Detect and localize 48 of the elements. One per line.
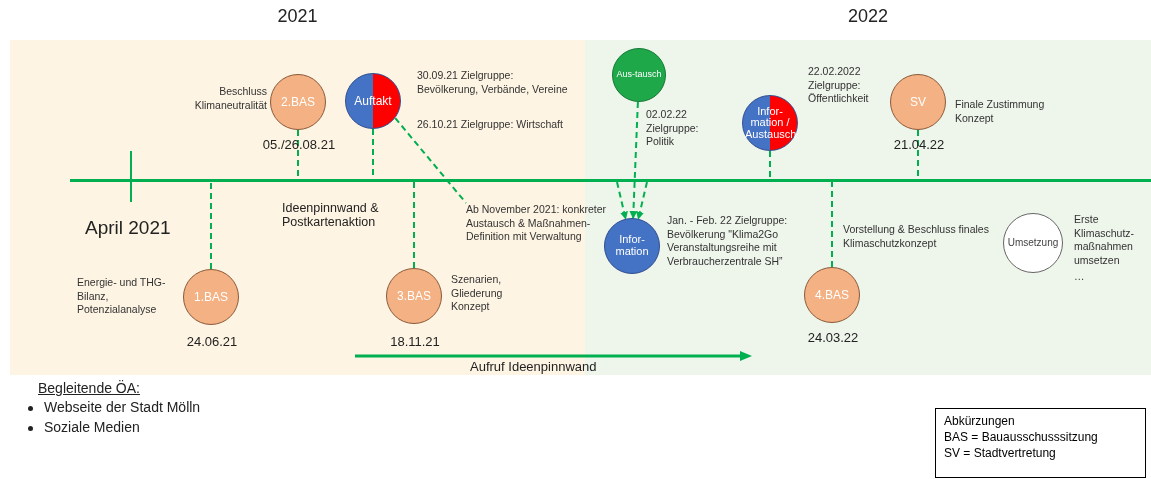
- dashed-connector: [394, 117, 467, 204]
- date-label: 24.06.21: [185, 334, 239, 349]
- dashed-arrow: [616, 181, 628, 220]
- abbreviation-line: SV = Stadtvertretung: [944, 445, 1057, 462]
- milestone-note: 30.09.21 Zielgruppe: Bevölkerung, Verbände, Vereine: [417, 69, 569, 97]
- abbreviation-line: BAS = Bauausschusssitzung: [944, 429, 1099, 446]
- dashed-connector: [413, 181, 415, 269]
- circle-label: 2.BAS: [280, 95, 316, 109]
- year-heading: 2022: [846, 6, 889, 27]
- milestone-note: Finale Zustimmung Konzept: [955, 98, 1046, 126]
- dashed-arrow: [636, 181, 648, 220]
- milestone-note: …: [1074, 270, 1086, 284]
- milestone-note: Szenarien, Gliederung Konzept: [451, 273, 504, 314]
- milestone-note: Beschluss Klimaneutralität: [193, 85, 267, 113]
- bullet-item: Webseite der Stadt Mölln: [44, 399, 201, 415]
- arrow-label: Aufruf Ideenpinnwand: [470, 359, 597, 374]
- milestone-note: 22.02.2022 Zielgruppe: Öffentlichkeit: [808, 65, 870, 106]
- milestone-note: Energie- und THG-Bilanz, Potenzialanalyse: [77, 276, 167, 317]
- bullet-item: Soziale Medien: [44, 419, 140, 435]
- circle-label: SV: [909, 95, 927, 109]
- section-heading: Begleitende ÖA:: [38, 380, 140, 396]
- circle-label: 4.BAS: [814, 288, 850, 302]
- dashed-arrow: [629, 101, 639, 219]
- date-label: 05./26.08.21: [261, 137, 337, 152]
- circle-label: Auftakt: [353, 94, 393, 108]
- dashed-connector: [210, 181, 212, 270]
- milestone-note: 02.02.22 Zielgruppe: Politik: [646, 108, 700, 149]
- circle-label: Umsetzung: [1006, 237, 1060, 249]
- milestone-note: Erste Klimaschutz-maßnahmen umsetzen: [1074, 213, 1136, 268]
- dashed-connector: [769, 150, 771, 180]
- circle-label: Aus-tausch: [615, 70, 663, 80]
- start-date-label: April 2021: [85, 217, 171, 239]
- dashed-connector: [831, 181, 833, 268]
- circle-label: Infor-mation: [614, 234, 650, 258]
- activity-label: Ideenpinnwand & Postkartenaktion: [282, 201, 380, 229]
- year-heading: 2021: [276, 6, 319, 27]
- milestone-note: Jan. - Feb. 22 Zielgruppe: Bevölkerung "Klima2Go Veranstaltungsreihe mit Verbraucherzentrale SH”: [667, 214, 789, 269]
- abbreviation-line: Abkürzungen: [944, 413, 1016, 430]
- circle-label: 1.BAS: [193, 290, 229, 304]
- date-label: 18.11.21: [389, 334, 441, 349]
- date-label: 21.04.22: [892, 137, 946, 152]
- milestone-note: Vorstellung & Beschluss finales Klimaschutzkonzept: [843, 223, 990, 251]
- timeline-bar: [70, 179, 1151, 182]
- note-text: Ab November 2021: konkreter Austausch & Maßnahmen-Definition mit Verwaltung: [466, 203, 616, 244]
- abbreviation-box: [935, 408, 1146, 478]
- date-label: 24.03.22: [806, 330, 860, 345]
- circle-label: 3.BAS: [396, 289, 432, 303]
- milestone-note: 26.10.21 Zielgruppe: Wirtschaft: [417, 118, 564, 132]
